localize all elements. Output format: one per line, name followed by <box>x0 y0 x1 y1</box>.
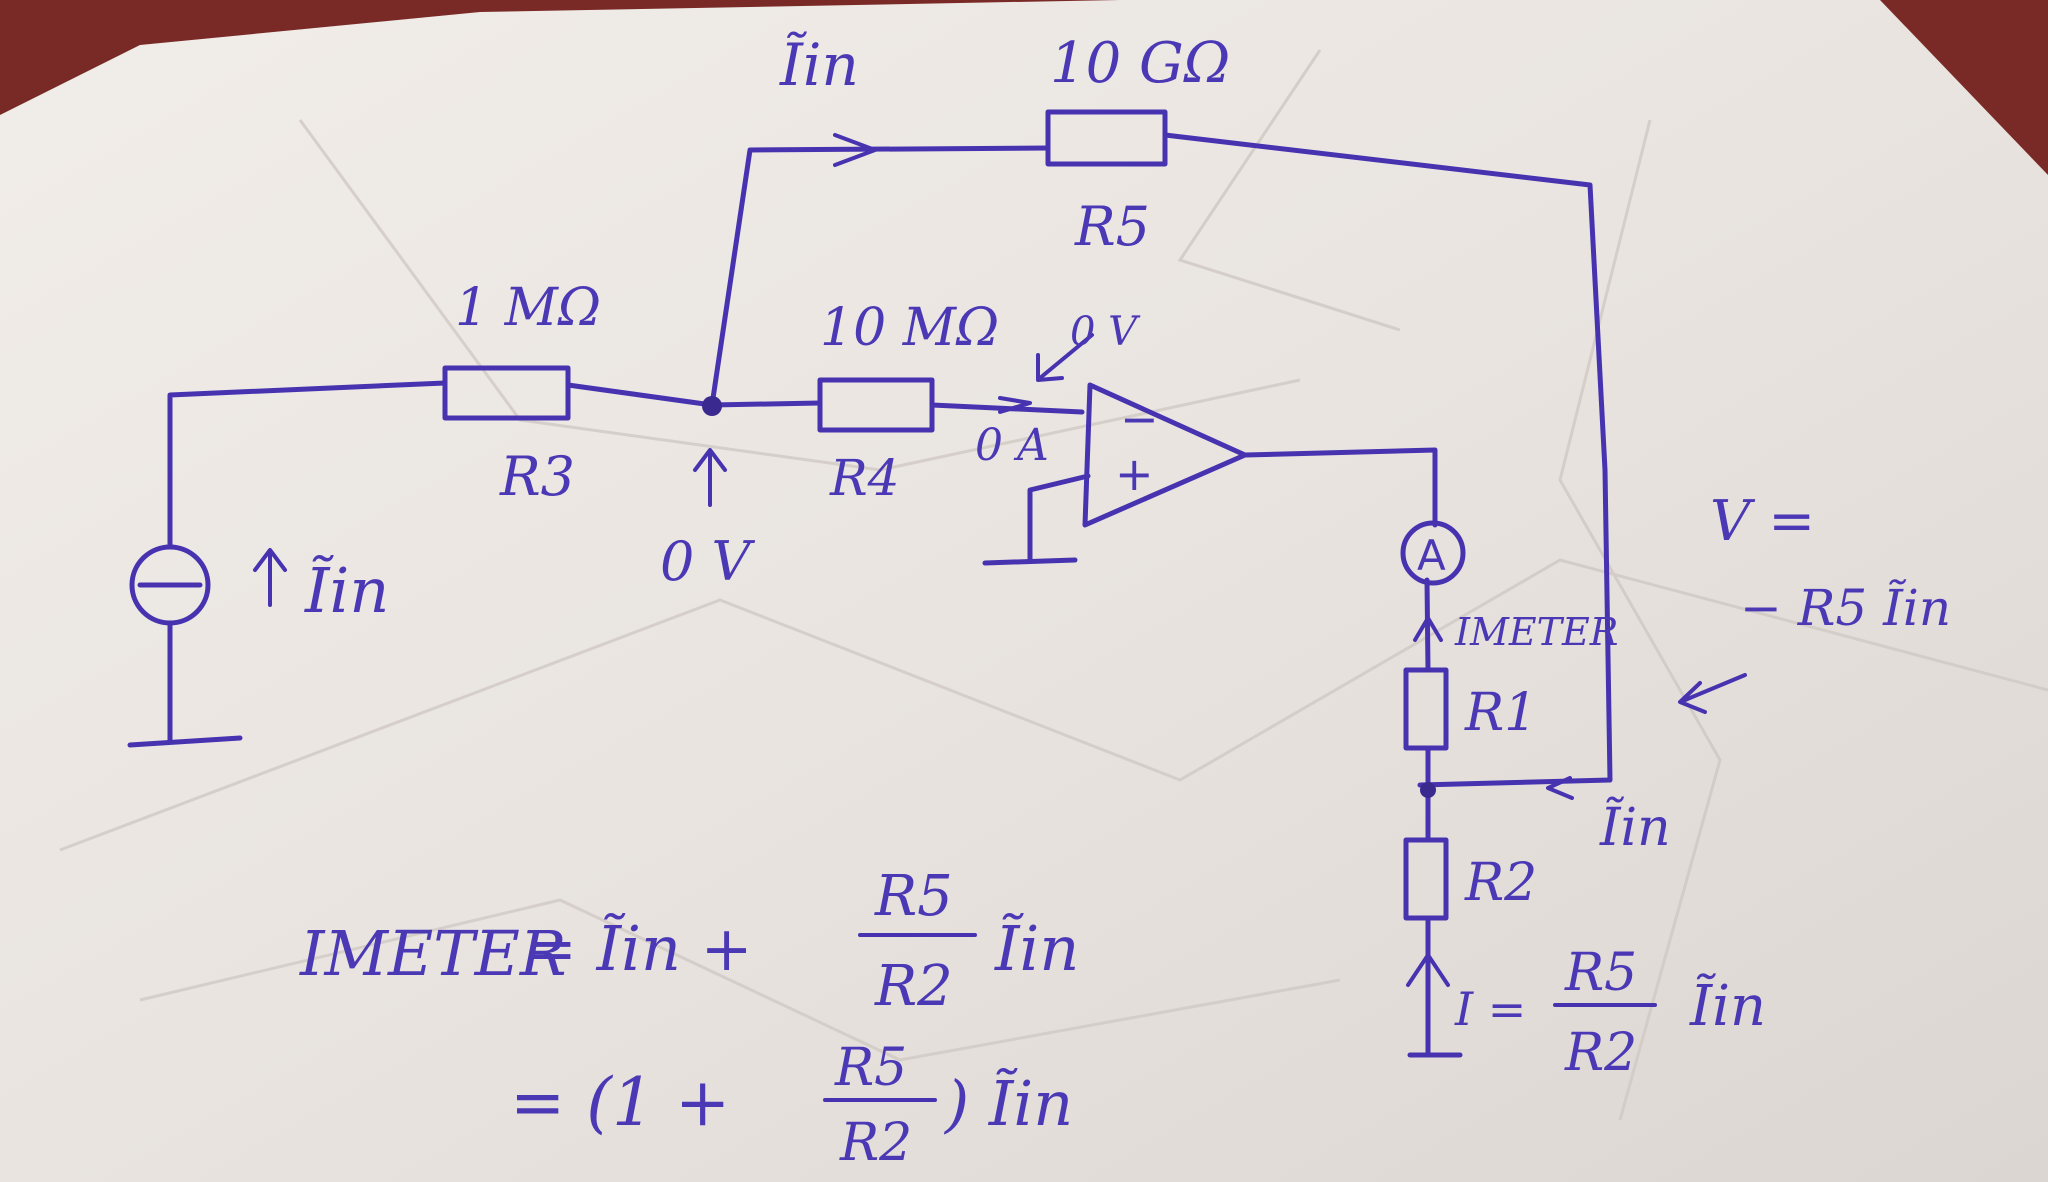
right-current-label: Ĩin <box>1599 797 1671 858</box>
source-current-label: Ĩin <box>304 554 389 627</box>
equation-2-tail: ) Ĩin <box>943 1067 1073 1140</box>
node-voltage-label: 0 V <box>660 530 756 593</box>
r4-label: R4 <box>829 449 899 507</box>
r1-label: R1 <box>1464 683 1537 743</box>
ammeter-icon <box>1400 520 1466 586</box>
input-current-label: 0 A <box>975 420 1049 471</box>
equation-2-denominator: R2 <box>839 1113 912 1173</box>
node-dot <box>702 396 722 416</box>
opamp-minus-label: − <box>1120 392 1159 446</box>
resistor-r2 <box>1403 837 1449 921</box>
minus-input-voltage-label: 0 V <box>1070 309 1141 355</box>
resistor-r4 <box>817 377 935 433</box>
v-expression: − R5 Ĩin <box>1740 578 1951 637</box>
equation-1-tail: Ĩin <box>994 912 1079 985</box>
ammeter-label: A <box>1417 531 1446 580</box>
top-current-label: Ĩin <box>779 31 859 99</box>
op-amp <box>1082 382 1248 528</box>
current-arrows <box>253 133 1747 1042</box>
i-fraction-numerator: R5 <box>1564 943 1637 1003</box>
r3-value-label: 1 MΩ <box>455 278 601 338</box>
v-label: V = <box>1710 489 1815 554</box>
resistor-r5 <box>1045 109 1168 167</box>
r3-label: R3 <box>499 445 575 508</box>
i-fraction-denominator: R2 <box>1564 1023 1637 1083</box>
meter-current-label: IMETER <box>1454 610 1618 654</box>
r2-label: R2 <box>1464 853 1537 913</box>
node-dot <box>1420 782 1436 798</box>
opamp-plus-label: + <box>1115 447 1154 501</box>
r5-value-label: 10 GΩ <box>1050 31 1230 96</box>
r5-label: R5 <box>1074 195 1150 258</box>
equation-1-denominator: R2 <box>874 954 953 1019</box>
equation-1-numerator: R5 <box>874 864 953 929</box>
i-label: I = <box>1454 982 1526 1036</box>
equation-1-lhs: IMETER <box>299 917 567 990</box>
resistor-r3 <box>442 365 571 421</box>
resistor-r1 <box>1403 667 1449 751</box>
circuit-wiring <box>127 132 1613 1058</box>
equation-2-rhs: = (1 + <box>510 1064 730 1141</box>
r4-value-label: 10 MΩ <box>820 298 999 358</box>
equation-2-numerator: R5 <box>834 1038 907 1098</box>
i-tail: Ĩin <box>1689 973 1766 1039</box>
current-source-icon <box>129 544 211 626</box>
equation-1-rhs: = Ĩin + <box>525 912 753 985</box>
